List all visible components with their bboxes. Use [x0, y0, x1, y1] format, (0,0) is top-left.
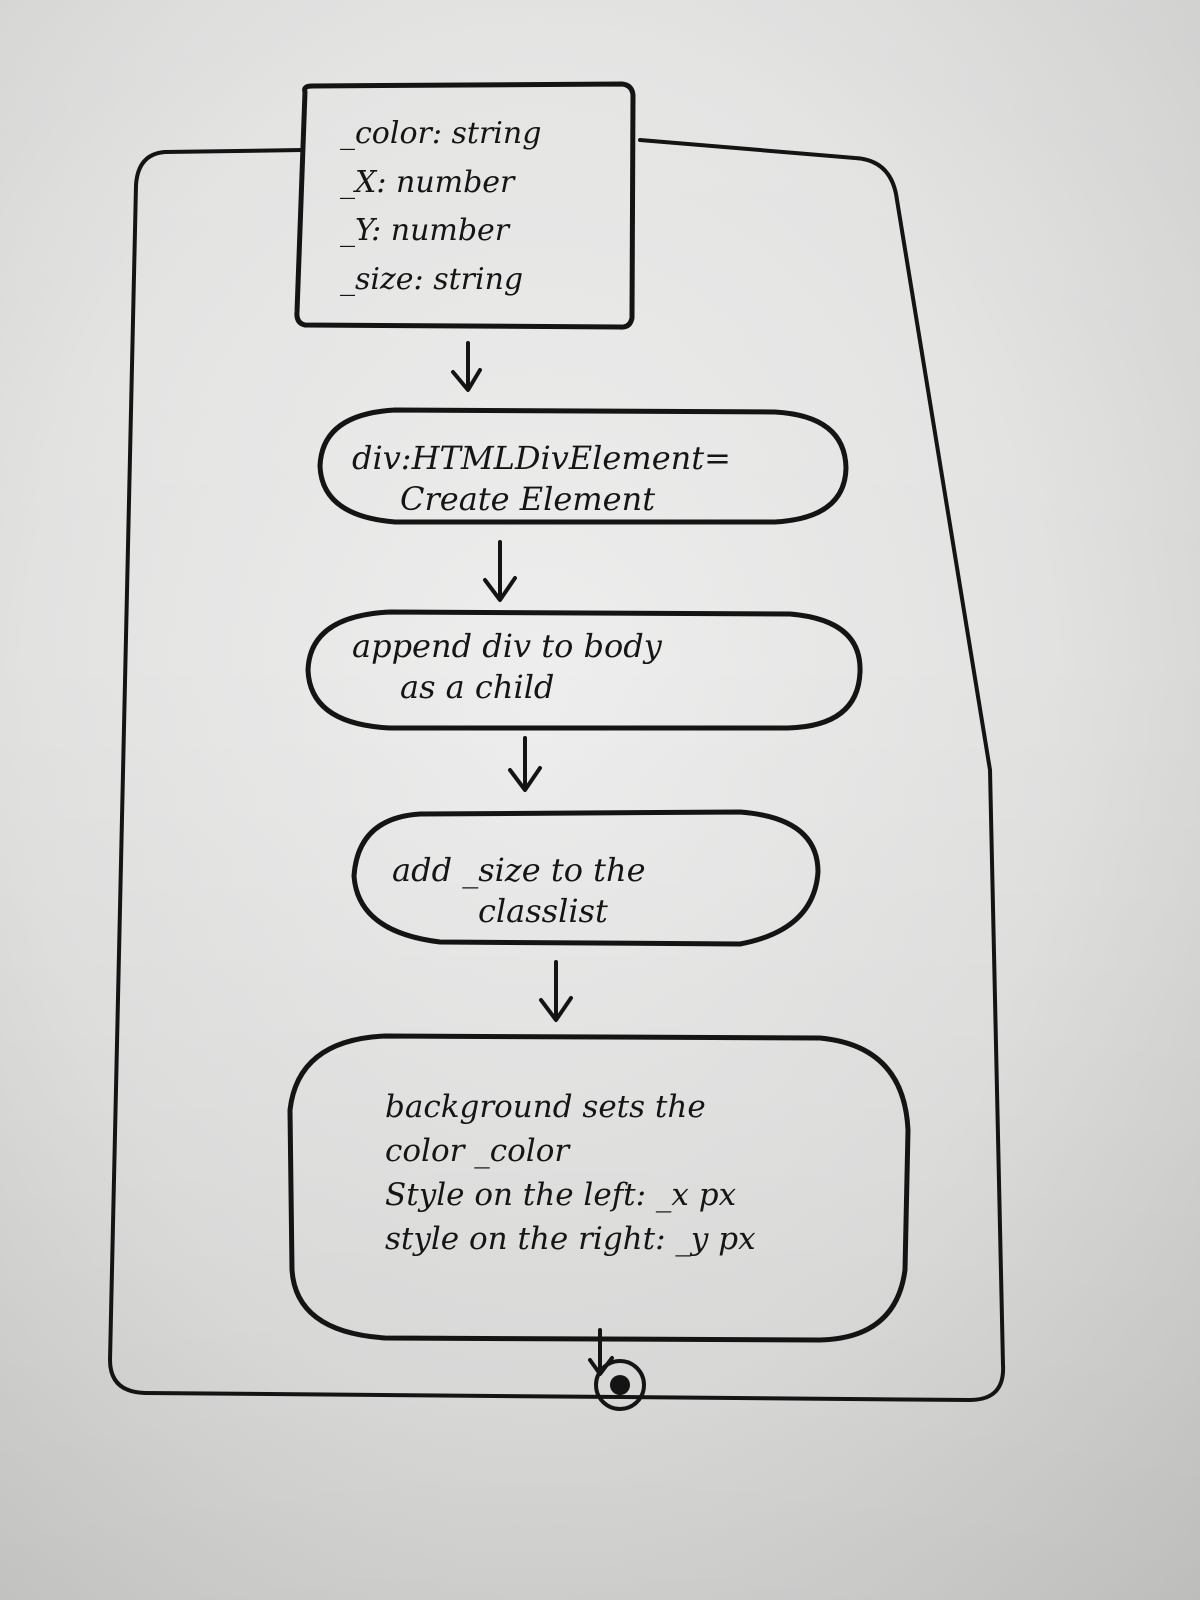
step-1-label: div:HTMLDivElement= Create Element	[352, 438, 731, 520]
step-1-line-2: Create Element	[400, 479, 656, 518]
step-3-label: add _size to the classlist	[392, 850, 646, 932]
attribute-color: _color: string	[340, 116, 542, 151]
arrow-4-head	[539, 996, 573, 1022]
attribute-y: _Y: number	[340, 213, 510, 249]
step-2-line-2: as a child	[400, 667, 555, 706]
step-2-label: append div to body as a child	[352, 626, 662, 708]
step-4-shape	[287, 1033, 911, 1343]
outer-frame	[108, 138, 1006, 1402]
step-4-line-3: Style on the left: _x px	[385, 1177, 737, 1214]
attribute-size: _size: string	[340, 261, 524, 297]
step-4-label: background sets the color _color Style o…	[385, 1085, 756, 1261]
arrow-2-head	[483, 576, 517, 602]
step-4-line-1: background sets the	[385, 1089, 706, 1125]
arrow-1-head	[451, 368, 482, 392]
attribute-x: _X: number	[340, 164, 515, 200]
step-1-line-1: div:HTMLDivElement=	[352, 439, 731, 477]
step-3-shape	[351, 809, 821, 947]
step-3-line-2: classlist	[478, 891, 608, 930]
step-4-line-2: color _color	[385, 1133, 570, 1170]
step-2-line-1: append div to body	[352, 627, 662, 665]
step-4-line-4: style on the right: _y px	[385, 1221, 756, 1258]
end-node	[594, 1359, 646, 1411]
attribute-box: _color: string _X: number _Y: number _si…	[340, 110, 541, 304]
attribute-box-shape	[294, 81, 636, 330]
step-2-shape	[305, 609, 863, 731]
arrow-3-head	[508, 766, 542, 792]
step-3-line-1: add _size to the	[392, 851, 646, 889]
step-1-shape	[317, 407, 849, 525]
